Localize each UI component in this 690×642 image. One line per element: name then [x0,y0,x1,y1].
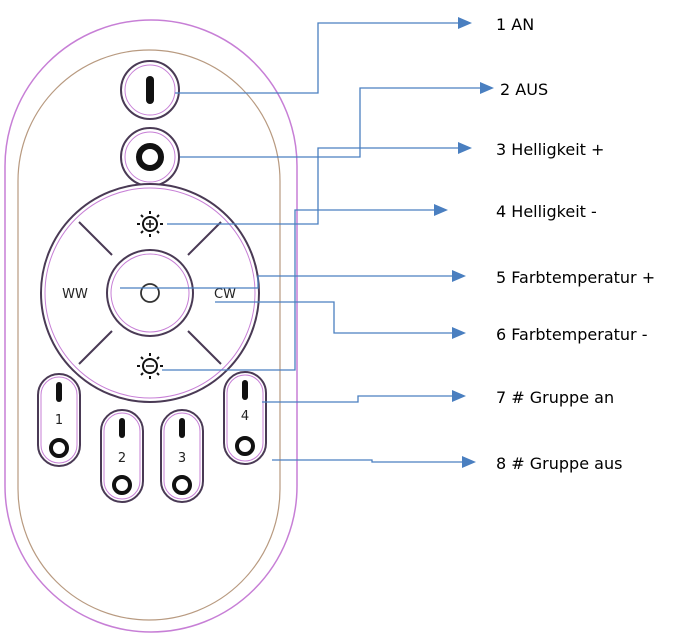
sun-plus-icon [137,211,163,237]
group-4-number: 4 [241,409,249,424]
group-1-button[interactable]: 1 [37,373,81,467]
group-on-icon [179,418,185,438]
remote-outer-outline [4,19,298,633]
on-button[interactable] [120,60,180,120]
arrowhead-5 [452,270,466,282]
center-dot-icon [140,283,160,303]
group-4-button[interactable]: 4 [223,371,267,465]
label-8: 8 # Gruppe aus [496,454,622,473]
arrowhead-4 [434,204,448,216]
label-2: 2 AUS [500,80,548,99]
connector-line-5 [120,275,452,289]
group-2-button[interactable]: 2 [100,409,144,503]
off-button[interactable] [120,127,180,187]
power-on-icon [146,76,154,104]
power-off-icon [136,143,164,171]
connector-line-8 [272,459,462,463]
remote-inner-outline [17,49,281,621]
group-on-icon [56,382,62,402]
arrowhead-3 [458,142,472,154]
arrowhead-8 [462,456,476,468]
label-7: 7 # Gruppe an [496,388,614,407]
group-off-icon [112,475,132,495]
ww-button-label[interactable]: WW [62,287,88,302]
connector-line-2 [180,87,480,158]
connector-arrowheads [434,17,494,468]
dpad: WW CW [40,183,260,403]
group-2-number: 2 [118,451,126,466]
connector-line-3 [167,147,458,225]
connector-lines [120,22,480,463]
group-on-icon [119,418,125,438]
group-3-button[interactable]: 3 [160,409,204,503]
arrowhead-2 [480,82,494,94]
label-5: 5 Farbtemperatur + [496,268,655,287]
group-on-icon [242,380,248,400]
group-off-icon [235,436,255,456]
connector-line-7 [262,395,452,403]
arrowhead-1 [458,17,472,29]
brightness-down-button[interactable] [120,342,180,390]
label-1: 1 AN [496,15,534,34]
center-button[interactable] [106,249,194,337]
group-1-number: 1 [55,413,63,428]
arrowhead-6 [452,327,466,339]
group-off-icon [172,475,192,495]
cw-button-label[interactable]: CW [214,287,236,302]
sun-minus-icon [137,353,163,379]
label-6: 6 Farbtemperatur - [496,325,648,344]
group-off-icon [49,438,69,458]
connector-line-1 [175,22,458,94]
brightness-up-button[interactable] [120,200,180,248]
callout-labels: 1 AN 2 AUS 3 Helligkeit + 4 Helligkeit -… [496,15,655,473]
label-3: 3 Helligkeit + [496,140,604,159]
label-4: 4 Helligkeit - [496,202,597,221]
connector-line-4 [162,209,434,371]
arrowhead-7 [452,390,466,402]
group-3-number: 3 [178,451,186,466]
connector-line-6 [215,301,452,334]
